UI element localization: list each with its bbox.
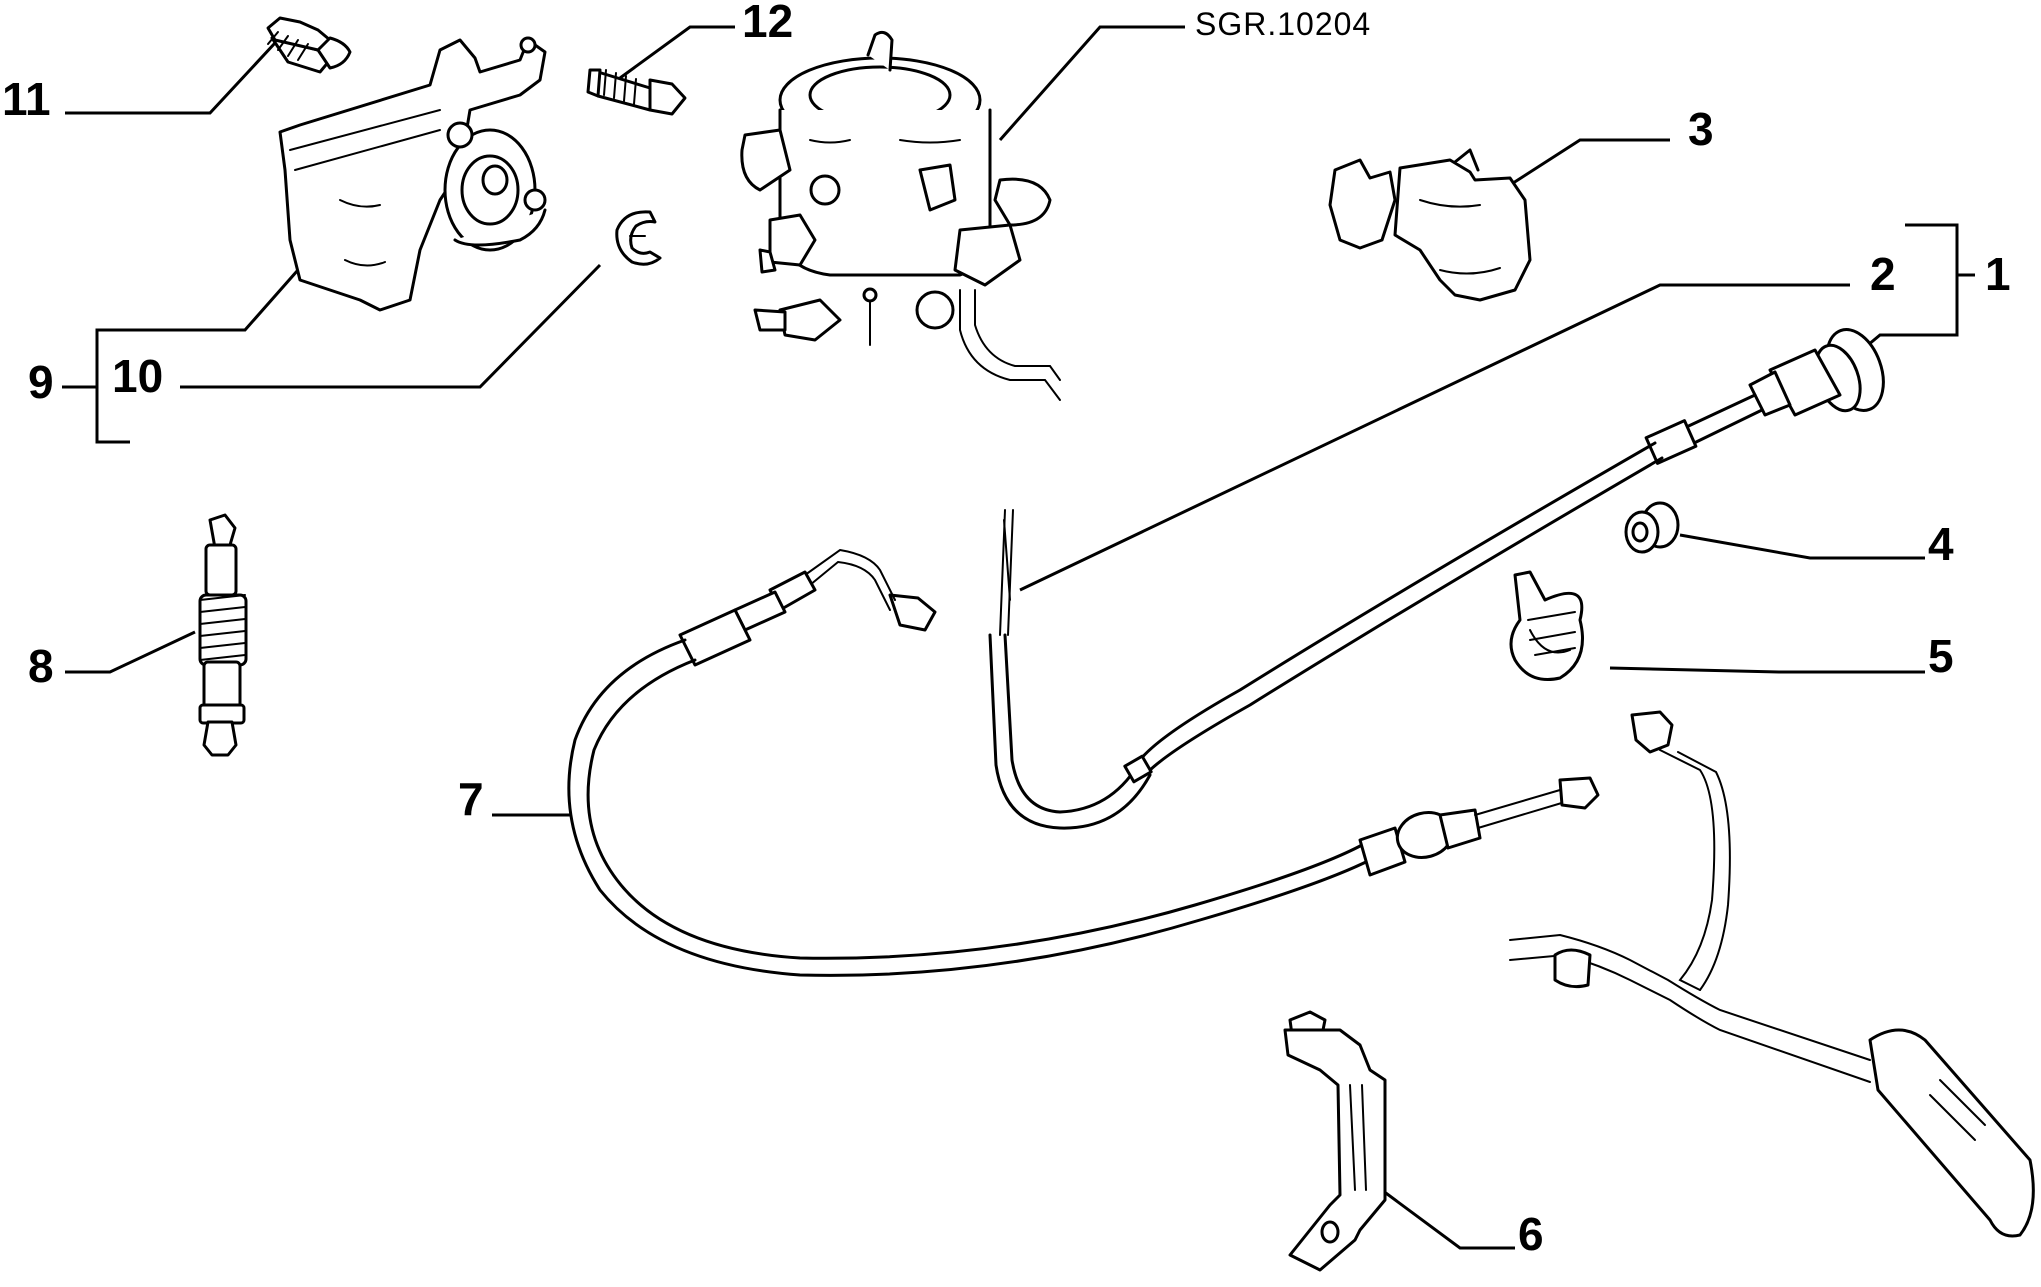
leader-lines [62,25,1975,1250]
hose-clip-5 [1509,570,1584,681]
callout-12: 12 [742,0,793,47]
grommet-4 [1624,501,1680,554]
accelerator-pedal [1509,710,2035,1238]
callout-8: 8 [28,640,54,692]
callout-3: 3 [1688,103,1714,155]
carburetor [740,30,1061,401]
callout-10: 10 [112,350,163,402]
support-bracket-6 [1283,1010,1387,1272]
callout-7: 7 [458,773,484,825]
e-clip-10 [615,210,662,266]
callout-5: 5 [1928,630,1954,682]
callout-1: 1 [1985,248,2011,300]
bolt-11 [266,16,352,74]
spring-rod-8 [198,513,248,757]
callout-2: 2 [1870,248,1896,300]
bolt-12 [586,68,687,116]
choke-cable-1-2 [988,328,1885,830]
callout-labels: 11 12 SGR.10204 3 2 1 9 10 8 4 5 7 6 [2,0,2011,1260]
throttle-cable-7 [567,548,1600,977]
reference-code: SGR.10204 [1195,6,1371,42]
clamp-3 [1328,148,1532,302]
callout-6: 6 [1518,1208,1544,1260]
callout-9: 9 [28,356,54,408]
callout-4: 4 [1928,518,1954,570]
callout-11: 11 [2,73,51,125]
bracket-assembly-9 [278,36,547,312]
